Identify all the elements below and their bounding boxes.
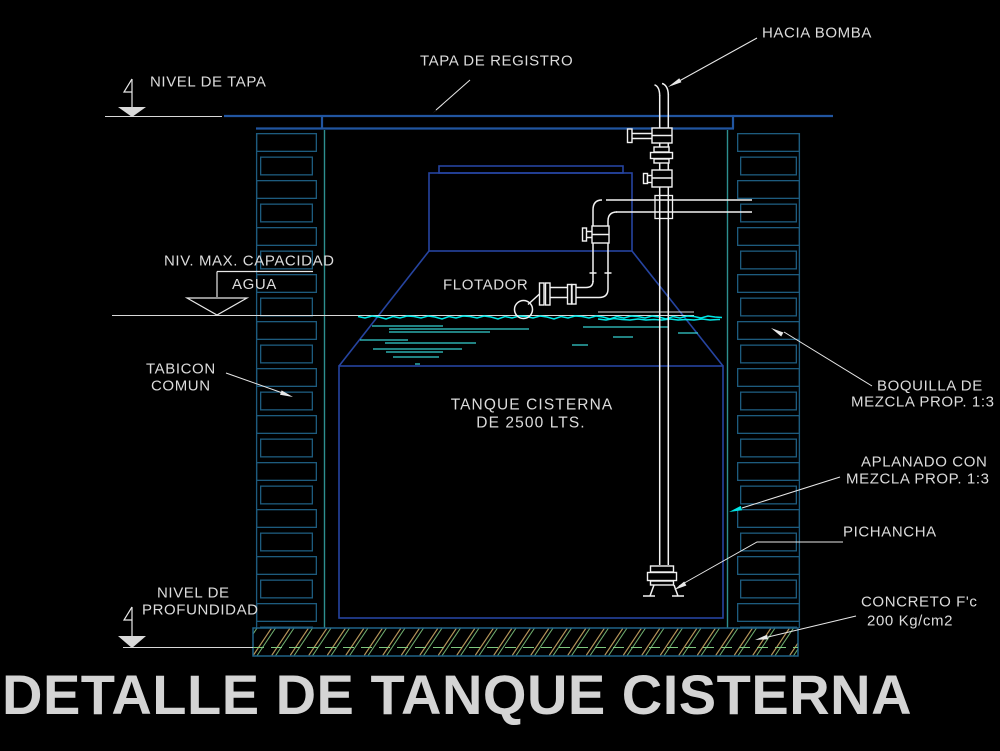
aplanado-leader [729,476,841,512]
foot-valve-pichancha [643,565,684,597]
water-surface [357,315,723,321]
boquilla-leader [771,328,873,387]
suction-pipe [626,82,684,597]
concrete-floor-slab [252,627,799,657]
fill-pipe [513,199,752,320]
lid-level-marker [105,78,222,117]
adapter-fitting [642,169,673,188]
label-nivel-prof-line1: NIVEL DE [157,585,230,602]
label-agua: AGUA [232,276,277,293]
label-niv-max-capacidad: NIV. MAX. CAPACIDAD [164,253,335,270]
label-tanque-line2: DE 2500 LTS. [476,415,585,432]
label-tapa-registro: TAPA DE REGISTRO [420,53,573,70]
fill-pipe-valve [581,225,610,244]
left-brick-wall [255,133,317,628]
label-boquilla-line1: BOQUILLA DE [877,378,983,395]
tee-fitting [654,194,674,220]
label-aplanado-line2: MEZCLA PROP. 1:3 [846,471,990,488]
water-dashes [360,325,698,365]
tapa-registro-leader [433,79,471,113]
concreto-leader [755,615,857,640]
label-pichancha: PICHANCHA [843,524,937,541]
label-nivel-tapa: NIVEL DE TAPA [150,74,266,91]
label-aplanado-line1: APLANADO CON [861,454,987,471]
depth-level-marker [118,606,253,648]
pichancha-leader [674,541,843,590]
label-tabicon-line2: COMUN [151,378,211,395]
tank-right-shoulder [631,250,724,367]
max-capacity-marker [184,270,313,316]
right-brick-wall [737,133,801,628]
label-flotador: FLOTADOR [443,277,528,294]
label-nivel-prof-line2: PROFUNDIDAD [142,602,259,619]
float-ball [513,299,534,320]
tank-left-shoulder [338,250,430,367]
label-concreto-line1: CONCRETO F'c [861,594,977,611]
drawing-title: DETALLE DE TANQUE CISTERNA [2,663,912,726]
tabicon-leader [225,372,293,397]
gate-valve [626,127,673,144]
union-fitting [649,146,674,164]
tank-body [338,365,724,619]
label-tanque-line1: TANQUE CISTERNA [451,397,614,414]
label-boquilla-line2: MEZCLA PROP. 1:3 [851,394,995,411]
label-tabicon-line1: TABICON [146,361,216,378]
label-concreto-line2: 200 Kg/cm2 [867,613,953,630]
hacia-bomba-leader [668,37,758,87]
label-hacia-bomba: HACIA BOMBA [762,25,872,42]
